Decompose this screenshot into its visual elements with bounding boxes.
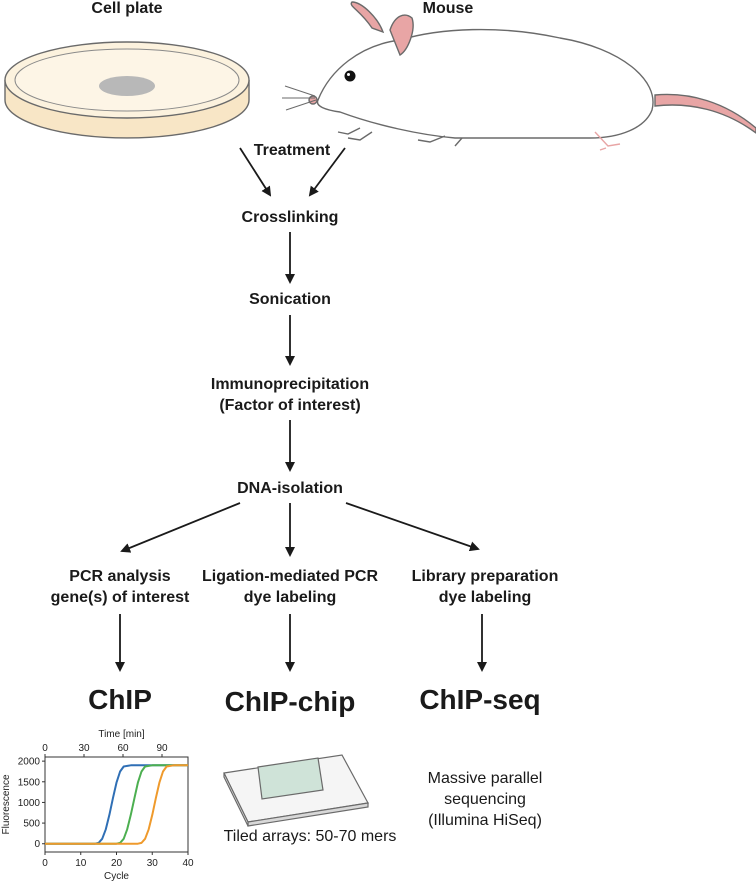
branch-pcr-line1: PCR analysis [69,568,171,585]
branch-library-line2: dye labeling [438,589,532,606]
method-chip-seq: ChIP-seq [419,684,541,715]
step-immunoprecipitation: Immunoprecipitation [210,376,370,393]
array-caption: Tiled arrays: 50-70 mers [223,828,397,845]
chart-frame [44,756,189,853]
x2-tick-label: 60 [117,743,129,754]
sequencing-caption-line1: Massive parallel [427,770,543,787]
step-factor-of-interest: (Factor of interest) [219,397,361,414]
series-line-orange [45,764,188,845]
y-tick-label: 2000 [18,757,41,768]
step-crosslinking: Crosslinking [241,209,339,226]
y-tick-label: 0 [34,839,40,850]
x-tick-label: 20 [111,858,123,869]
cell-plate-label: Cell plate [91,0,163,17]
branch-library-line1: Library preparation [411,568,559,585]
x2-axis-title: Time [min] [98,729,145,740]
y-tick-label: 500 [23,819,40,830]
cell-plate-icon [4,41,250,139]
step-treatment: Treatment [253,142,331,159]
x2-tick-label: 0 [42,743,48,754]
x2-tick-label: 90 [156,743,168,754]
flow-arrows [115,147,487,672]
sequencing-caption-line3: (Illumina HiSeq) [428,812,542,829]
x-tick-label: 40 [182,858,194,869]
step-dna-isolation: DNA-isolation [237,480,343,497]
method-chip-chip: ChIP-chip [224,686,356,717]
branch-lmpcr-line1: Ligation-mediated PCR [201,568,378,585]
x-axis-title: Cycle [104,871,129,882]
microarray-slide-icon [223,754,369,827]
y-tick-label: 1500 [18,777,41,788]
mouse-label: Mouse [422,0,474,17]
branch-lmpcr-line2: dye labeling [243,589,337,606]
y-axis-title: Fluorescence [1,774,12,834]
x-tick-label: 0 [42,858,48,869]
step-sonication: Sonication [249,291,331,308]
y-tick-label: 1000 [18,798,41,809]
x-tick-label: 10 [75,858,87,869]
series-line-green [45,764,188,845]
branch-pcr-line2: gene(s) of interest [50,589,190,606]
series-line-blue [45,764,188,845]
x2-tick-label: 30 [78,743,90,754]
sequencing-caption-line2: sequencing [444,791,526,808]
mouse-icon [282,1,756,151]
x-tick-label: 30 [147,858,159,869]
method-chip: ChIP [88,684,152,715]
